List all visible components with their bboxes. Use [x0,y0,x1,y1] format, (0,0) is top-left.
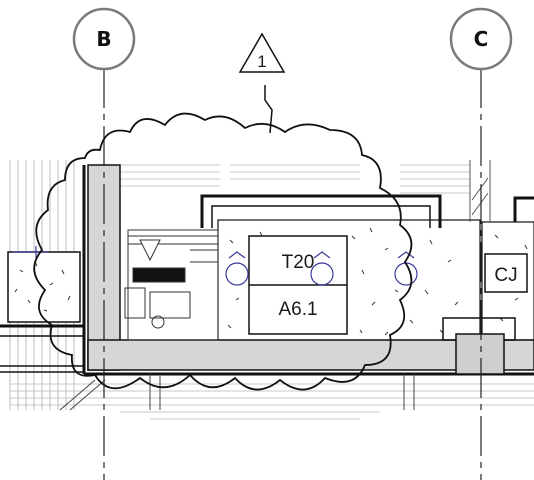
lower-hatch-area [10,383,534,420]
revision-number: 1 [257,52,266,71]
section-marker [12,246,48,258]
revision-leader [264,85,273,134]
diagonal-hatch-c [469,160,491,222]
joint-tag-text: CJ [494,265,517,286]
fixture-symbol-1-icon [225,251,249,286]
wall-tag-box [248,235,348,335]
revision-triangle-icon [238,32,286,73]
beam-outline [200,194,534,228]
column-c-element [442,317,516,375]
fixture-symbol-2-icon [310,251,334,286]
grid-bubble-c [449,7,513,71]
lower-structure [59,374,415,411]
wall-tag-bottom-text: A6.1 [278,299,317,320]
wall-tag-top-text: T20 [282,252,315,273]
grid-bubble-b [72,7,136,71]
grid-bubble-c-label: C [474,27,489,51]
joint-tag-box [484,253,528,293]
concrete-region-left [7,251,81,323]
grid-bubble-b-label: B [96,27,111,51]
revision-cloud [33,112,413,391]
upper-right-hatch-area [120,164,470,194]
equipment-block [124,229,219,341]
